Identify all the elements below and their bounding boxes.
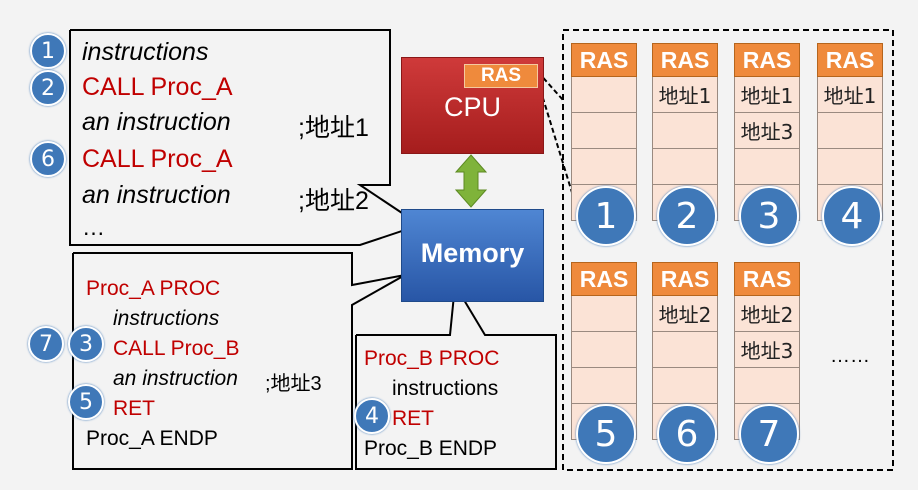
step-badge-2: 2 <box>30 70 66 106</box>
ras-cell <box>652 149 718 185</box>
ras-cell: 地址3 <box>734 332 800 368</box>
ras-cell <box>652 332 718 368</box>
ras-stack-header: RAS <box>734 43 800 77</box>
proc-b-callout <box>355 281 557 470</box>
proc-b-line-3: RET <box>392 407 434 430</box>
cpu-memory-arrow <box>454 154 488 208</box>
ras-cell: 地址3 <box>734 113 800 149</box>
cpu-label: CPU <box>443 92 501 122</box>
ras-stack-2: RAS 地址1 <box>652 43 718 221</box>
ras-cell <box>571 368 637 404</box>
ras-cell <box>652 113 718 149</box>
ras-cell: 地址1 <box>734 77 800 113</box>
main-code-callout <box>69 29 423 246</box>
ras-cell <box>571 296 637 332</box>
ras-stack-header: RAS <box>734 262 800 296</box>
ras-cell <box>817 113 883 149</box>
ras-stack-6: RAS 地址2 <box>652 262 718 440</box>
cpu-ras-chip: RAS <box>464 64 538 88</box>
ras-cell <box>734 368 800 404</box>
proc-a-line-1: Proc_A PROC <box>86 277 221 300</box>
ras-cell <box>817 149 883 185</box>
proc-a-callout <box>72 252 406 470</box>
stack-step-badge-7: 7 <box>739 404 799 464</box>
proc-b-line-2: instructions <box>392 377 499 400</box>
main-line-6: … <box>82 214 105 240</box>
cpu-block: RAS CPU <box>401 57 544 154</box>
proc-a-line-4: an instruction <box>113 367 238 390</box>
step-badge-4-left: 4 <box>354 398 390 434</box>
proc-a-line-4-addr: ;地址3 <box>265 373 322 395</box>
ras-cell: 地址1 <box>652 77 718 113</box>
main-line-3-addr: ;地址1 <box>298 114 369 142</box>
stack-step-badge-1: 1 <box>576 186 636 246</box>
proc-b-line-1: Proc_B PROC <box>364 347 500 370</box>
ras-cell: 地址1 <box>817 77 883 113</box>
ras-cell: 地址2 <box>652 296 718 332</box>
step-badge-1: 1 <box>30 33 66 69</box>
stack-step-badge-2: 2 <box>657 186 717 246</box>
step-badge-5-left: 5 <box>68 384 104 420</box>
ras-cell <box>571 113 637 149</box>
ras-panel <box>562 29 894 471</box>
ras-cell <box>734 149 800 185</box>
ellipsis: …… <box>830 345 870 367</box>
main-line-1: instructions <box>82 38 209 66</box>
main-line-3: an instruction <box>82 108 231 136</box>
ras-stack-header: RAS <box>571 43 637 77</box>
ras-cell <box>652 368 718 404</box>
step-badge-7-left: 7 <box>28 326 64 362</box>
ras-cell <box>571 332 637 368</box>
stack-step-badge-3: 3 <box>739 186 799 246</box>
ras-stack-header: RAS <box>817 43 883 77</box>
ras-stack-header: RAS <box>571 262 637 296</box>
step-badge-6: 6 <box>30 141 66 177</box>
ras-stack-header: RAS <box>652 262 718 296</box>
ras-cell <box>571 149 637 185</box>
step-badge-3-left: 3 <box>68 326 104 362</box>
proc-a-line-6: Proc_A ENDP <box>86 427 218 450</box>
proc-a-line-3: CALL Proc_B <box>113 337 240 360</box>
ras-cell <box>571 77 637 113</box>
ras-cell: 地址2 <box>734 296 800 332</box>
stack-step-badge-4: 4 <box>822 186 882 246</box>
ras-stack-header: RAS <box>652 43 718 77</box>
main-line-5-addr: ;地址2 <box>298 187 369 215</box>
stack-step-badge-5: 5 <box>576 404 636 464</box>
main-line-2: CALL Proc_A <box>82 73 233 101</box>
stack-step-badge-6: 6 <box>657 404 717 464</box>
memory-block: Memory <box>401 209 544 302</box>
proc-a-line-2: instructions <box>113 307 220 330</box>
main-line-4: CALL Proc_A <box>82 145 233 173</box>
main-line-5: an instruction <box>82 181 231 209</box>
proc-b-line-4: Proc_B ENDP <box>364 437 498 460</box>
memory-label: Memory <box>420 238 525 268</box>
proc-a-line-5: RET <box>113 397 155 420</box>
